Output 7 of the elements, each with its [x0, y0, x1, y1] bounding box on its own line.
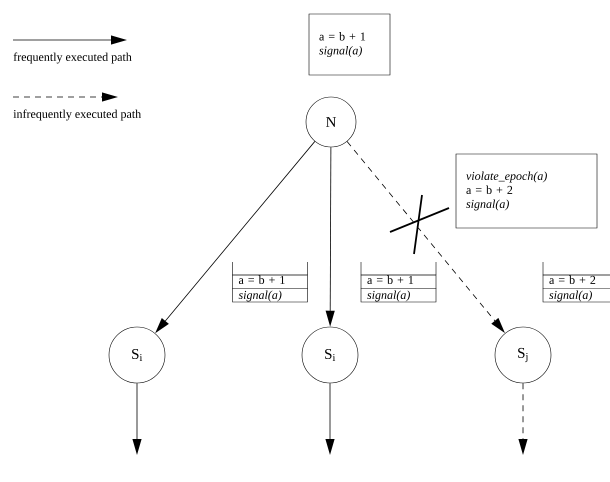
queue-box: a = b + 1 signal(a)	[232, 262, 308, 302]
code-box: violate_epoch(a) a = b + 2 signal(a)	[456, 154, 598, 228]
queue-box: a = b + 2 signal(a)	[542, 262, 610, 302]
legend-text: frequently executed path	[14, 52, 132, 64]
legend-text: infrequently executed path	[13, 109, 141, 121]
queue-box: a = b + 1 signal(a)	[360, 262, 437, 302]
code-box: a = b + 1 signal(a)	[308, 14, 390, 76]
